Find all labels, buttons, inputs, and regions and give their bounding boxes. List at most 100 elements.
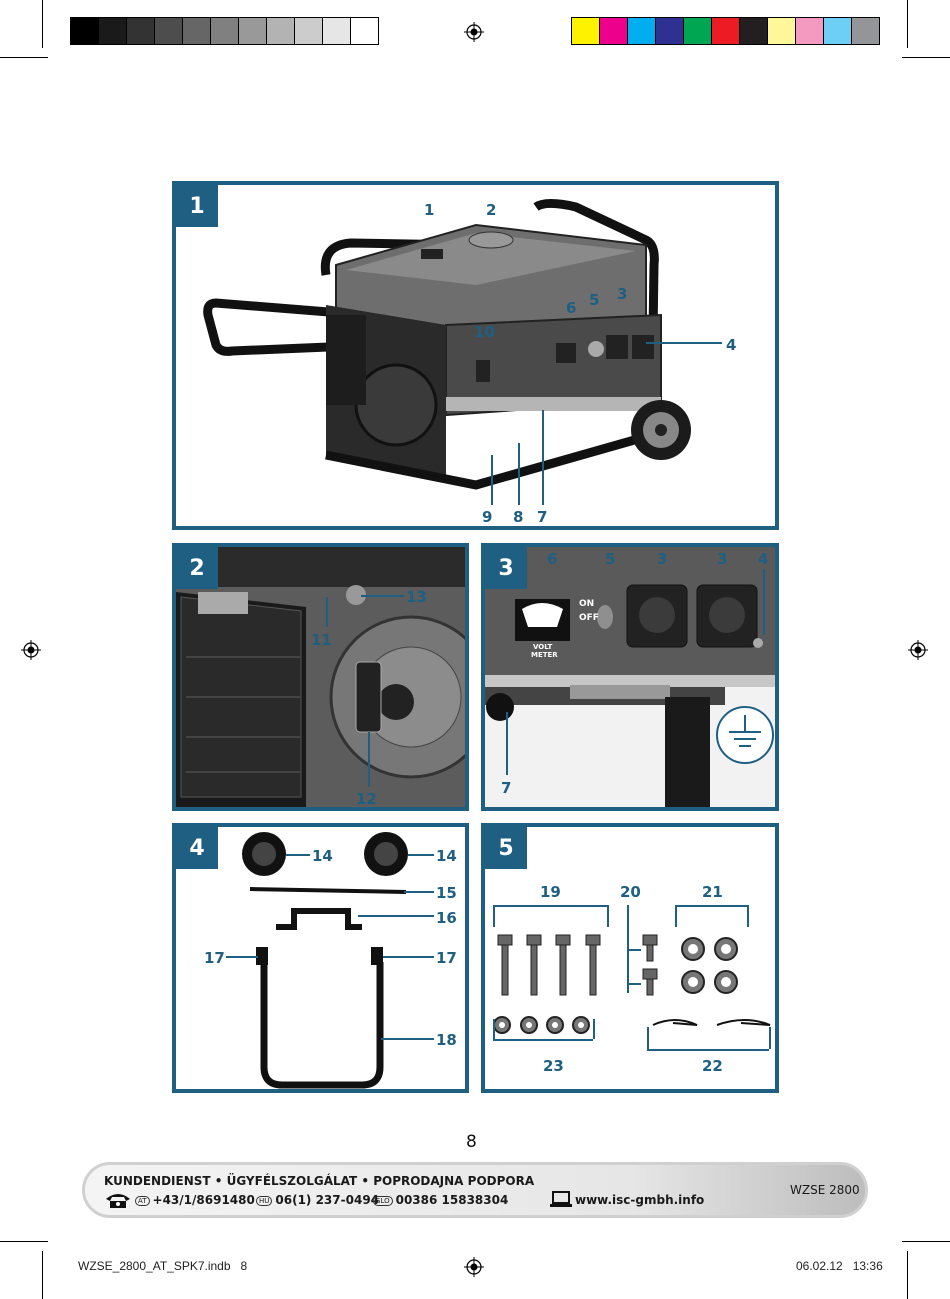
callout-leader-line [286,854,310,856]
bracket-line [647,1027,649,1049]
callout-number: 3 [717,550,728,568]
callout-number: 9 [482,508,493,526]
callout-number: 8 [513,508,524,526]
badge-slo: SLO [373,1195,393,1206]
callout-number: 5 [589,291,600,309]
bracket-line [747,905,749,927]
callout-number: 1 [424,201,435,219]
callout-number: 18 [436,1031,457,1049]
gray-swatch [210,17,239,45]
crop-mark [0,57,48,58]
gray-swatch [70,17,99,45]
bracket-line [493,905,495,927]
hardware-kit-illustration [493,934,771,1034]
crop-mark [42,1251,43,1299]
callout-leader-line [326,597,328,627]
process-swatch [851,17,880,45]
process-swatch [571,17,600,45]
gray-swatch [126,17,155,45]
panel-number: 3 [485,547,527,589]
slug-file-name: WZSE_2800_AT_SPK7.indb 8 [78,1259,248,1273]
gray-swatch [266,17,295,45]
callout-leader-line [763,569,765,635]
crop-mark [0,1241,48,1242]
callout-number: 7 [501,779,512,797]
registration-mark-icon [908,640,928,660]
gray-swatch [350,17,379,45]
callout-leader-line [518,443,520,505]
bracket-line [493,905,607,907]
callout-layer: 13 11 12 [176,547,465,807]
bracket-line [675,905,747,907]
callout-number: 13 [406,588,427,606]
slug-date-time: 06.02.12 13:36 [796,1259,883,1273]
callout-leader-line [381,1038,434,1040]
callout-number: 10 [474,323,495,341]
panel-number: 5 [485,827,527,869]
callout-leader-line [226,956,258,958]
wheel-kit-illustration [242,832,408,1089]
telephone-icon [106,1194,130,1208]
badge-at: AT [135,1195,150,1206]
meter-off-label: OFF [579,613,599,623]
callout-number: 21 [702,883,723,901]
callout-number: 3 [617,285,628,303]
process-swatch [627,17,656,45]
callout-number: 11 [311,631,332,649]
website-link[interactable]: www.isc-gmbh.info [575,1193,705,1207]
bracket-line [769,1027,771,1049]
callout-leader-line [491,455,493,505]
callout-number: 3 [657,550,668,568]
panel-number: 4 [176,827,218,869]
callout-number: 4 [758,550,769,568]
generator-illustration [203,199,691,490]
page-number: 8 [466,1132,477,1152]
laptop-icon [550,1191,572,1207]
bracket-line [493,1039,593,1041]
crop-mark [907,0,908,48]
bracket-line [593,1019,595,1039]
meter-label-meter: METER [531,651,558,659]
callout-number: 12 [356,790,377,808]
callout-number: 7 [537,508,548,526]
gray-swatch [182,17,211,45]
crop-mark [902,1241,950,1242]
registration-mark-icon [464,22,484,42]
callout-leader-line [368,732,370,787]
callout-leader-line [383,956,434,958]
callout-number: 16 [436,909,457,927]
callout-number: 17 [436,949,457,967]
callout-number: 5 [605,550,616,568]
callout-number: 20 [620,883,641,901]
callout-leader-line [361,595,404,597]
phone-at-number: +43/1/8691480 [152,1193,255,1207]
callout-leader-line [506,712,508,775]
bracket-line [493,1019,495,1039]
callout-leader-line [408,854,434,856]
engine-side-illustration [176,547,465,807]
callout-number: 2 [486,201,497,219]
callout-leader-line [542,410,544,505]
callout-number: 6 [547,550,558,568]
gray-swatch [322,17,351,45]
callout-number: 22 [702,1057,723,1075]
registration-mark-icon [464,1257,484,1277]
meter-label-volt: VOLT [533,643,553,651]
bracket-line [627,949,641,951]
gray-swatch [294,17,323,45]
gray-swatch [238,17,267,45]
callout-number: 17 [204,949,225,967]
panel-number: 1 [176,185,218,227]
model-name: WZSE 2800 [790,1183,860,1197]
callout-number: 15 [436,884,457,902]
process-swatch [655,17,684,45]
badge-hu: HU [256,1195,273,1206]
